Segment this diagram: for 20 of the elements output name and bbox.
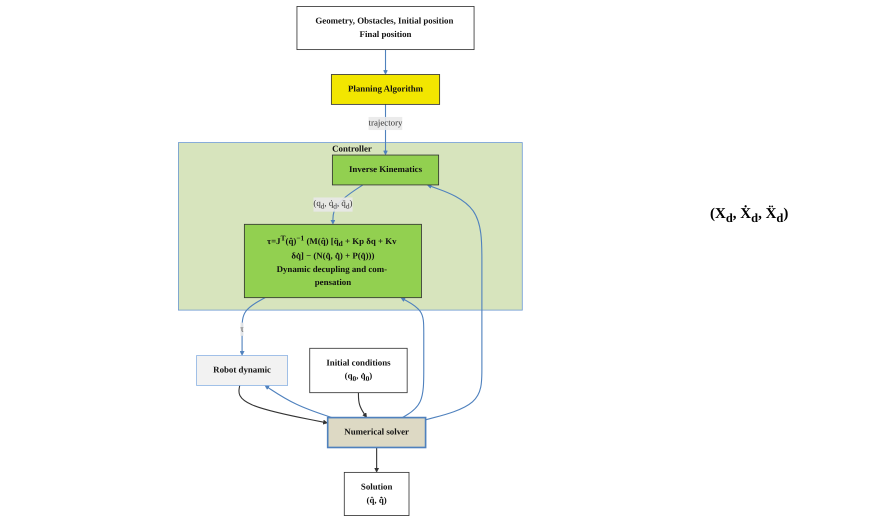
node-box: Robot dynamic xyxy=(196,355,288,386)
node-box: τ=J$^{T}$(q̂)$^{−1}$ (M(q̂) [q̈$_{d}$ + Kp δq + Kv δq̇] − (N(q̂, q̂̇) + P(q̂))) Dynamic decupling and com- pensation xyxy=(244,224,422,298)
arrow xyxy=(238,385,328,424)
edge-label: τ xyxy=(240,324,244,334)
node-box: Planning Algorithm xyxy=(330,74,440,105)
signal-label: (X$_{d}$, Ẋ$_{d}$, Ẍ$_{d}$) xyxy=(710,206,790,226)
arrow xyxy=(358,392,367,418)
arrow xyxy=(382,50,388,75)
edge-label: trajectory xyxy=(368,118,402,128)
node-box: Initial conditions (q$_{0}$, q̇$_{0}$) xyxy=(308,348,408,394)
arrow xyxy=(425,184,482,420)
node-box: Numerical solver xyxy=(326,416,426,448)
edge-label: (q$_{d}$, q̇$_{d}$, q̈$_{d}$) xyxy=(313,199,352,210)
arrow xyxy=(400,297,424,418)
arrow xyxy=(239,297,266,356)
arrow xyxy=(374,447,379,473)
arrow xyxy=(264,385,332,418)
node-box: Inverse Kinematics xyxy=(332,154,439,186)
node-box: Solution (q̂, q̂̇) xyxy=(344,472,410,516)
node-box: Geometry, Obstacles, Initial position Final position xyxy=(296,6,474,50)
